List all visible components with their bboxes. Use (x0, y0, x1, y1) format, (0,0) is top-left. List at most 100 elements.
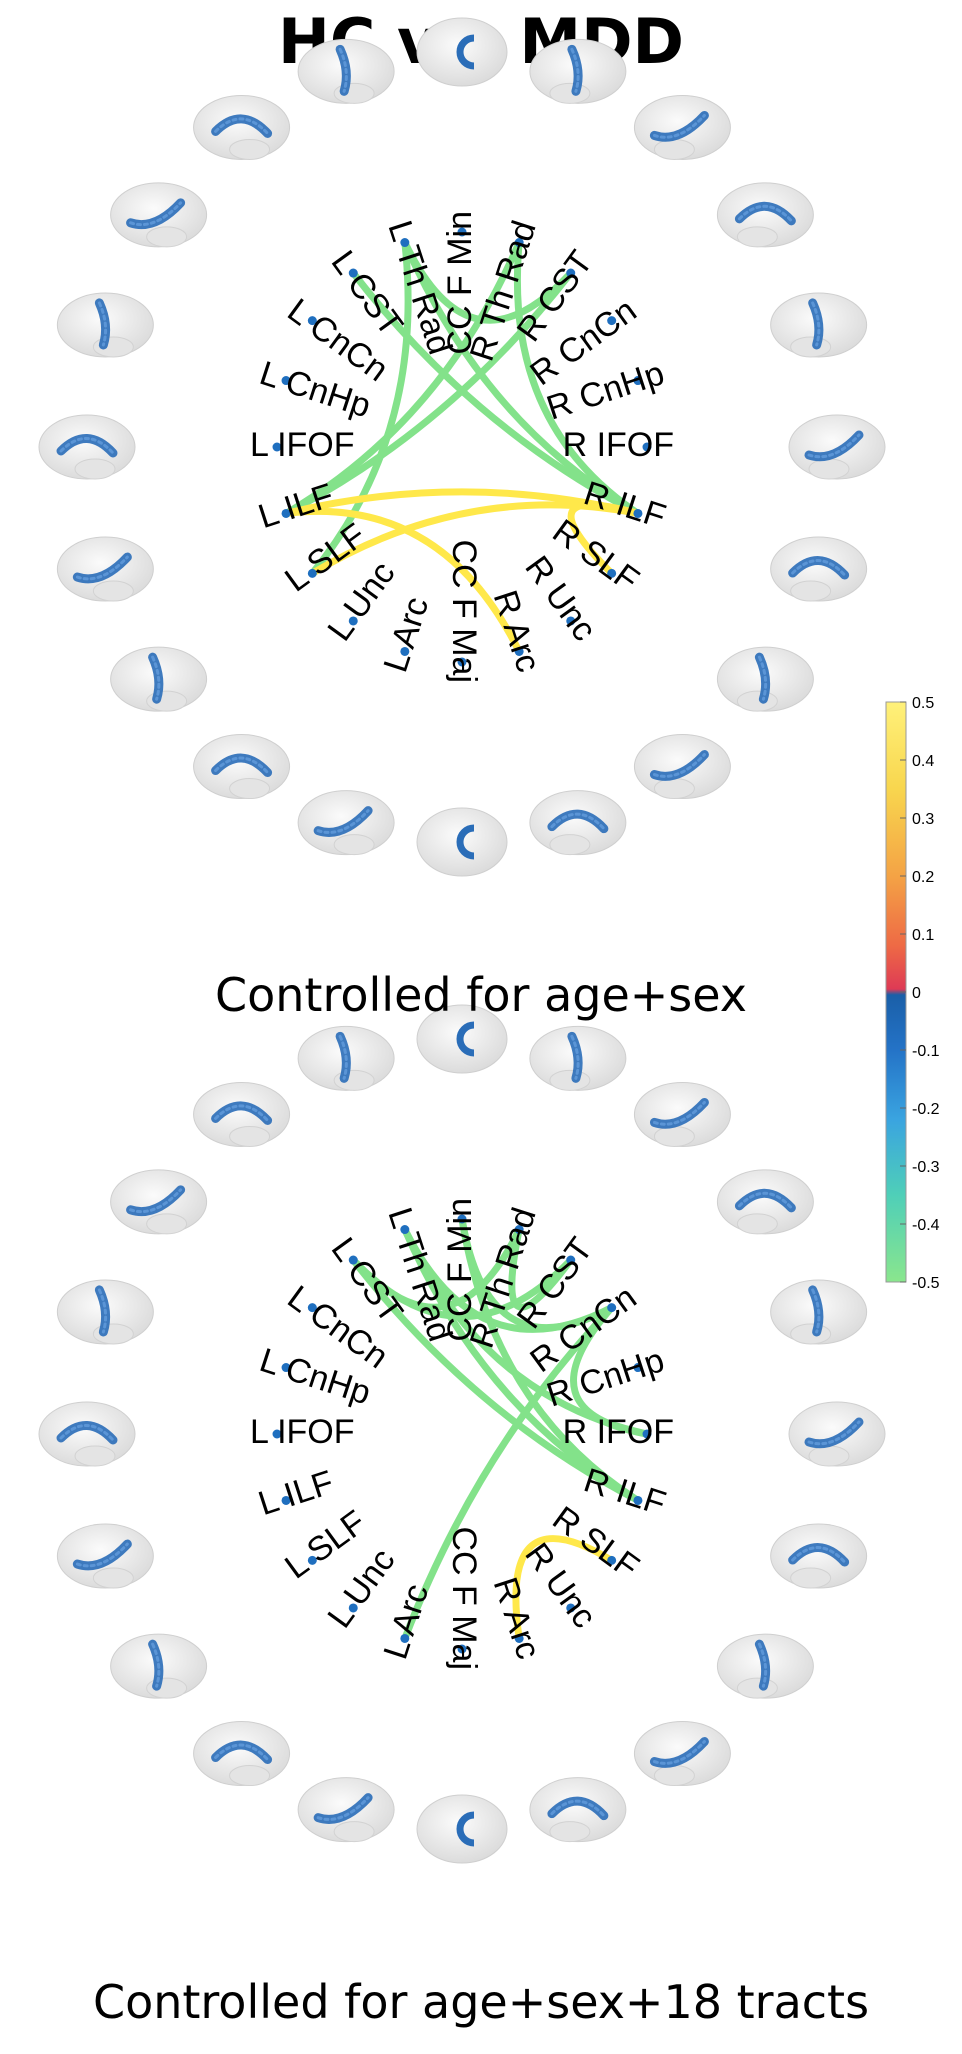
brain-side-view-icon (56, 292, 154, 358)
brain-side-view-icon (110, 1633, 208, 1699)
tract-node (272, 1429, 282, 1439)
tract-node (633, 508, 643, 518)
colorbar-tick-label: 0.1 (912, 927, 934, 944)
brain-top-view-icon (416, 17, 508, 87)
colorbar-tick-label: -0.3 (912, 1159, 940, 1176)
tract-label: L Arc (377, 592, 437, 676)
tract-label: L ILF (254, 1463, 338, 1523)
brain-side-view-icon (193, 1081, 291, 1147)
tract-label: CC F Min (441, 211, 479, 355)
tract-node (281, 376, 291, 386)
tract-label: L IFOF (250, 426, 355, 464)
brain-side-view-icon (770, 1279, 868, 1345)
tract-node (566, 268, 576, 278)
tract-label: CC F Min (441, 1198, 479, 1342)
brain-side-view-icon (770, 1523, 868, 1589)
tract-node (400, 1225, 410, 1235)
brain-side-view-icon (38, 1401, 136, 1467)
colorbar-tick-label: -0.1 (912, 1043, 940, 1060)
tract-node (566, 1603, 576, 1613)
colorbar-tick-label: -0.4 (912, 1217, 940, 1234)
colorbar-tick-label: 0.5 (912, 695, 934, 712)
brain-side-view-icon (529, 790, 627, 856)
brain-top-view-icon (416, 1004, 508, 1074)
tract-node (514, 1225, 524, 1235)
tract-node (642, 442, 652, 452)
brain-side-view-icon (297, 790, 395, 856)
brain-side-view-icon (633, 734, 731, 800)
brain-side-view-icon (110, 182, 208, 248)
brain-side-view-icon (56, 536, 154, 602)
tract-node (400, 238, 410, 248)
tract-label: R ILF (579, 1461, 670, 1523)
tract-node (607, 1555, 617, 1565)
brain-side-view-icon (297, 1777, 395, 1843)
colorbar-tick-label: 0.3 (912, 811, 934, 828)
brain-top-view-icon (416, 807, 508, 877)
tract-node (566, 1255, 576, 1265)
tract-node (607, 316, 617, 326)
connection-edge (512, 1535, 616, 1642)
tract-node (607, 1303, 617, 1313)
tract-node (348, 1603, 358, 1613)
tract-node (307, 568, 317, 578)
tract-node (633, 1363, 643, 1373)
brain-side-view-icon (529, 38, 627, 104)
connection-edge (308, 239, 412, 577)
colorbar: 0.50.40.30.20.10-0.1-0.2-0.3-0.4-0.5 (885, 695, 940, 1292)
tract-node (607, 568, 617, 578)
brain-side-view-icon (716, 182, 814, 248)
tract-node (281, 1363, 291, 1373)
brain-side-view-icon (297, 38, 395, 104)
tract-label: L ILF (254, 476, 338, 536)
tract-node (400, 1633, 410, 1643)
tract-label: CC F Maj (445, 1526, 483, 1670)
connection-edge (282, 269, 575, 517)
connection-edge (458, 1215, 616, 1332)
tract-node (281, 1495, 291, 1505)
caption-age-sex: Controlled for age+sex (215, 968, 747, 1022)
brain-side-view-icon (193, 1721, 291, 1787)
tract-label: R IFOF (563, 426, 674, 464)
tract-node (348, 1255, 358, 1265)
connection-edge (513, 239, 642, 517)
brain-side-view-icon (110, 1169, 208, 1235)
tract-label: R IFOF (563, 1413, 674, 1451)
connection-edge (282, 507, 523, 655)
connection-edge (508, 1226, 575, 1311)
tract-node (514, 238, 524, 248)
tract-label: L Arc (377, 1579, 437, 1663)
connection-edge (567, 501, 642, 577)
tract-node (348, 268, 358, 278)
brain-side-view-icon (633, 94, 731, 160)
tract-node (307, 316, 317, 326)
brain-side-view-icon (633, 1081, 731, 1147)
brain-side-view-icon (110, 646, 208, 712)
tract-node (281, 508, 291, 518)
brain-side-view-icon (633, 1721, 731, 1787)
tract-node (348, 616, 358, 626)
tract-node (642, 1429, 652, 1439)
tract-node (307, 1303, 317, 1313)
brain-side-view-icon (716, 646, 814, 712)
tract-node (272, 442, 282, 452)
colorbar-tick-label: -0.2 (912, 1101, 940, 1118)
brain-side-view-icon (56, 1523, 154, 1589)
brain-top-view-icon (416, 1794, 508, 1864)
tract-node (400, 646, 410, 656)
colorbar-tick-label: 0 (912, 985, 921, 1002)
brain-side-view-icon (788, 1401, 886, 1467)
tract-node (633, 376, 643, 386)
tract-label: L IFOF (250, 1413, 355, 1451)
tract-node (457, 227, 467, 237)
colorbar-tick-label: 0.4 (912, 753, 934, 770)
connection-edge (401, 1304, 616, 1642)
brain-side-view-icon (38, 414, 136, 480)
brain-side-view-icon (529, 1777, 627, 1843)
tract-node (307, 1555, 317, 1565)
connection-edge (401, 239, 642, 517)
brain-side-view-icon (529, 1025, 627, 1091)
